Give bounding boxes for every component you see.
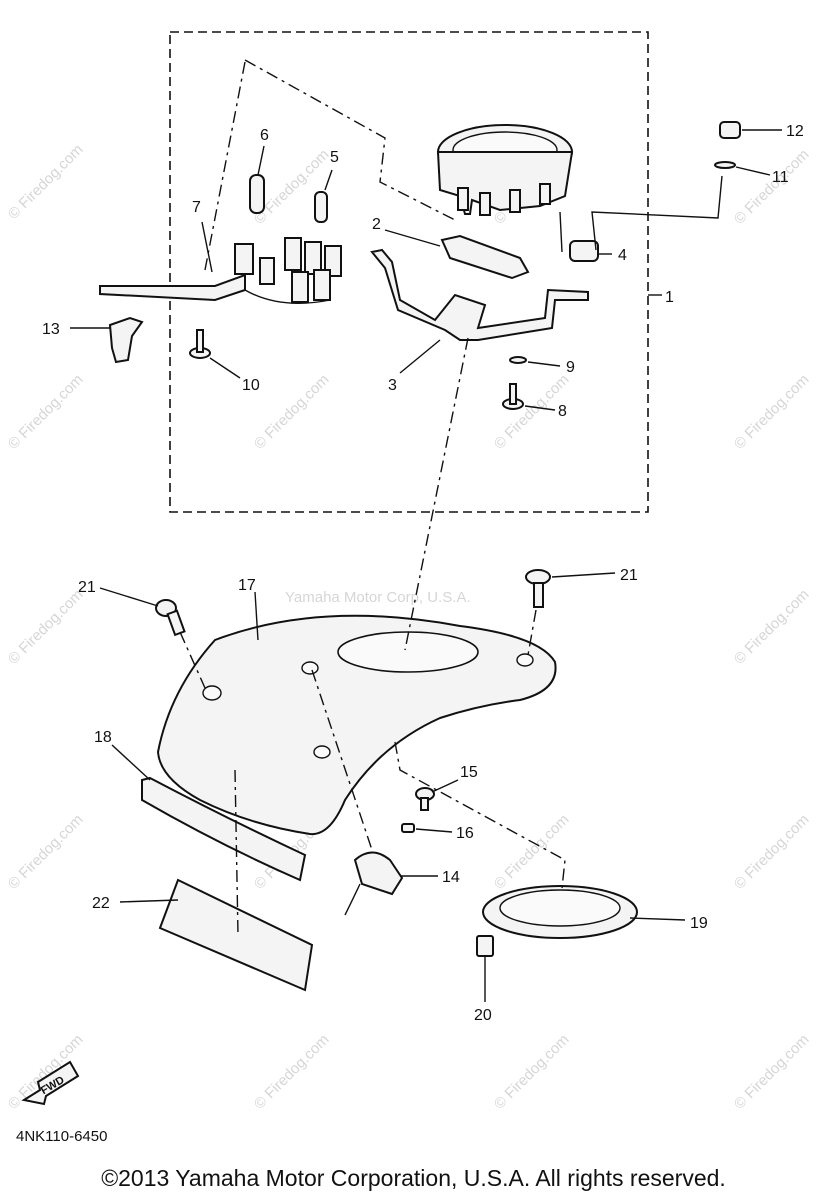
meter-cover-icon bbox=[156, 614, 557, 836]
callout-6: 6 bbox=[260, 127, 269, 144]
watermark-site: © Firedog.com bbox=[731, 586, 813, 668]
callout-15: 15 bbox=[460, 764, 478, 781]
callout-14: 14 bbox=[442, 869, 460, 886]
watermark-site: © Firedog.com bbox=[5, 586, 87, 668]
bolt-icon bbox=[155, 569, 551, 637]
callout-labels: 1 2 3 4 5 6 7 8 9 10 11 12 13 14 15 16 1… bbox=[42, 123, 804, 1024]
callout-17: 17 bbox=[238, 577, 256, 594]
meter-assembly-icon bbox=[436, 124, 574, 216]
bulb-icon bbox=[249, 174, 328, 223]
callout-18: 18 bbox=[94, 729, 112, 746]
callout-21-right: 21 bbox=[620, 567, 638, 584]
watermark-site: © Firedog.com bbox=[731, 811, 813, 893]
label-plate-icon bbox=[158, 878, 314, 992]
assembly-boundary bbox=[169, 31, 649, 513]
callout-8: 8 bbox=[558, 403, 567, 420]
watermark-site: © Firedog.com bbox=[251, 371, 333, 453]
watermark-site: © Firedog.com bbox=[5, 141, 87, 223]
hole-icon bbox=[202, 685, 222, 701]
watermark-company: Yamaha Motor Corp, U.S.A. bbox=[285, 589, 471, 606]
callout-1: 1 bbox=[665, 289, 674, 306]
watermark-site: © Firedog.com bbox=[251, 1031, 333, 1113]
washer-icon bbox=[509, 356, 527, 364]
panel-icon bbox=[440, 234, 530, 280]
callout-5: 5 bbox=[330, 149, 339, 166]
callout-10: 10 bbox=[242, 377, 260, 394]
watermark-site: © Firedog.com bbox=[491, 811, 573, 893]
watermark-site: © Firedog.com bbox=[491, 1031, 573, 1113]
callout-9: 9 bbox=[566, 359, 575, 376]
callout-16: 16 bbox=[456, 825, 474, 842]
callout-13: 13 bbox=[42, 321, 60, 338]
clip-icon bbox=[476, 935, 494, 957]
washer-icon bbox=[401, 823, 415, 833]
callout-3: 3 bbox=[388, 377, 397, 394]
switch-icon bbox=[344, 851, 404, 916]
wire-harness-icon bbox=[99, 237, 342, 304]
meter-ring-icon bbox=[482, 885, 638, 939]
washer-icon bbox=[714, 161, 736, 169]
trim-strip-icon bbox=[141, 776, 307, 882]
watermark-site: © Firedog.com bbox=[731, 371, 813, 453]
hole-icon bbox=[313, 745, 331, 759]
hole-icon bbox=[516, 653, 534, 667]
callout-2: 2 bbox=[372, 216, 381, 233]
callout-21-left: 21 bbox=[78, 579, 96, 596]
callout-19: 19 bbox=[690, 915, 708, 932]
clamp-icon bbox=[108, 316, 144, 364]
alignment-lines bbox=[179, 59, 566, 936]
diagram-code: 4NK110-6450 bbox=[16, 1128, 108, 1145]
callout-20: 20 bbox=[474, 1007, 492, 1024]
watermark-site: © Firedog.com bbox=[731, 146, 813, 228]
watermark-site: © Firedog.com bbox=[731, 1031, 813, 1113]
watermark-site: © Firedog.com bbox=[5, 371, 87, 453]
callout-4: 4 bbox=[618, 247, 627, 264]
screw-icon bbox=[189, 329, 524, 410]
bracket-icon bbox=[370, 248, 589, 341]
hole-icon bbox=[301, 661, 319, 675]
grommet-icon bbox=[569, 240, 599, 262]
leader-lines bbox=[70, 129, 782, 1002]
screw-icon bbox=[415, 787, 435, 811]
callout-12: 12 bbox=[786, 123, 804, 140]
watermark-site: © Firedog.com bbox=[5, 811, 87, 893]
callout-22: 22 bbox=[92, 895, 110, 912]
callout-7: 7 bbox=[192, 199, 201, 216]
copyright-notice: ©2013 Yamaha Motor Corporation, U.S.A. A… bbox=[101, 1165, 726, 1191]
nut-icon bbox=[719, 121, 741, 139]
callout-11: 11 bbox=[772, 169, 789, 186]
